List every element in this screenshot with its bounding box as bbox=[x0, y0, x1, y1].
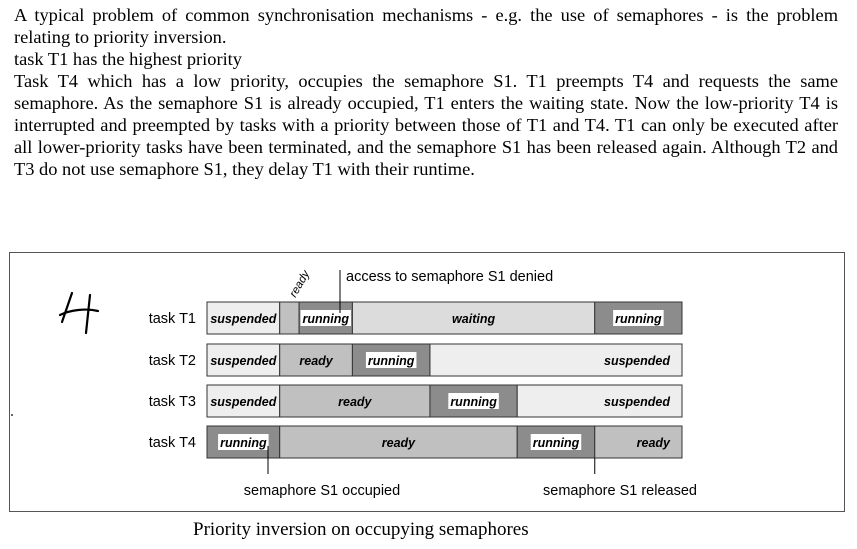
running-label-bg bbox=[218, 434, 269, 450]
figure-caption: Priority inversion on occupying semaphor… bbox=[193, 519, 529, 540]
segment-label: suspended bbox=[604, 354, 670, 368]
handwritten-mark: 4 bbox=[58, 291, 100, 335]
segment-label: ready bbox=[382, 436, 416, 450]
paragraph-explanation: Task T4 which has a low priority, occupi… bbox=[14, 71, 838, 179]
ready-rotated-label: ready bbox=[288, 268, 313, 300]
paragraph-t1-priority: task T1 has the highest priority bbox=[14, 49, 242, 69]
segment-label: ready bbox=[338, 395, 372, 409]
segment-suspended bbox=[516, 384, 683, 418]
segment-ready bbox=[279, 301, 300, 335]
segment-ready bbox=[279, 425, 518, 459]
description-text: A typical problem of common synchronisat… bbox=[14, 4, 838, 180]
segment-label: running bbox=[220, 436, 267, 450]
segment-label: running bbox=[368, 354, 415, 368]
running-label-bg bbox=[365, 352, 417, 368]
segment-suspended bbox=[206, 301, 281, 335]
segment-label: ready bbox=[637, 436, 671, 450]
segment-label: suspended bbox=[210, 354, 276, 368]
occupied-label: semaphore S1 occupied bbox=[244, 483, 400, 499]
segment-label: running bbox=[615, 312, 662, 326]
paragraph-intro: A typical problem of common synchronisat… bbox=[14, 5, 838, 47]
task-label: task T4 bbox=[149, 435, 196, 451]
segment-label: suspended bbox=[210, 395, 276, 409]
segment-ready bbox=[279, 384, 431, 418]
segment-label: running bbox=[533, 436, 580, 450]
running-label-bg bbox=[448, 393, 499, 409]
task-row-2: task T2 suspended ready running suspended bbox=[149, 343, 683, 377]
segment-ready bbox=[279, 343, 353, 377]
segment-label: waiting bbox=[452, 312, 495, 326]
running-label-bg bbox=[300, 310, 352, 326]
access-denied-label: access to semaphore S1 denied bbox=[346, 269, 553, 285]
diagram-frame bbox=[9, 252, 845, 512]
segment-label: running bbox=[450, 395, 497, 409]
task-row-4: task T4 running ready running ready bbox=[149, 425, 683, 459]
segment-label: suspended bbox=[604, 395, 670, 409]
segment-label: ready bbox=[299, 354, 333, 368]
segment-suspended bbox=[206, 343, 281, 377]
task-label: task T2 bbox=[149, 353, 196, 369]
segment-label: suspended bbox=[210, 312, 276, 326]
segment-label: running bbox=[302, 312, 349, 326]
task-row-1: task T1 suspended running waiting running bbox=[149, 301, 683, 335]
margin-dot bbox=[11, 414, 13, 416]
running-label-bg bbox=[530, 434, 582, 450]
task-label: task T3 bbox=[149, 394, 196, 410]
task-label: task T1 bbox=[149, 311, 196, 327]
task-row-3: task T3 suspended ready running suspended bbox=[149, 384, 683, 418]
segment-ready bbox=[594, 425, 683, 459]
released-label: semaphore S1 released bbox=[543, 483, 697, 499]
segment-suspended bbox=[429, 343, 683, 377]
running-label-bg bbox=[613, 310, 664, 326]
